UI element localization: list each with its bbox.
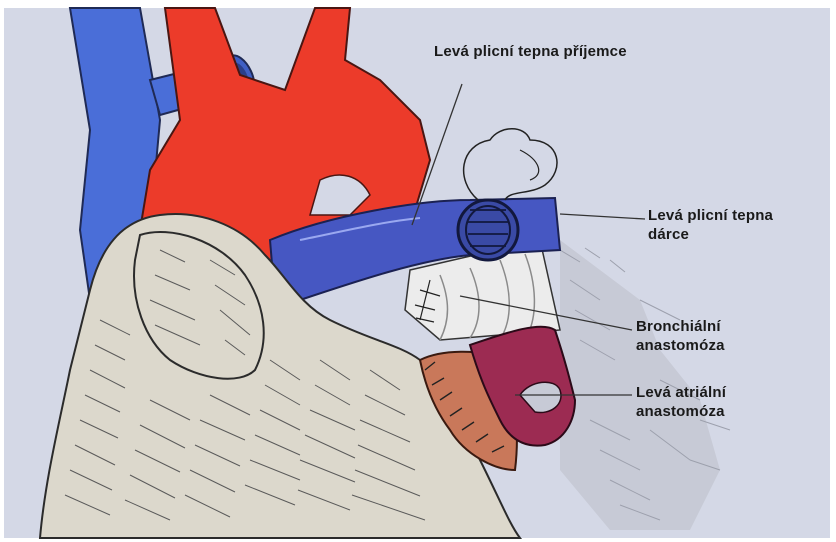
donor-pa-line1: Levá plicní tepna xyxy=(648,206,773,225)
label-bronchial-anastomosis: Bronchiální anastomóza xyxy=(636,317,725,355)
atrial-line1: Levá atriální xyxy=(636,383,726,402)
label-recipient-pulmonary-artery: Levá plicní tepna příjemce xyxy=(434,42,627,61)
atrial-line2: anastomóza xyxy=(636,402,726,421)
label-left-atrial-anastomosis: Levá atriální anastomóza xyxy=(636,383,726,421)
bronchial-line1: Bronchiální xyxy=(636,317,725,336)
bronchial-line2: anastomóza xyxy=(636,336,725,355)
donor-pa-line2: dárce xyxy=(648,225,773,244)
recipient-pa-text: Levá plicní tepna příjemce xyxy=(434,43,627,60)
label-donor-pulmonary-artery: Levá plicní tepna dárce xyxy=(648,206,773,244)
